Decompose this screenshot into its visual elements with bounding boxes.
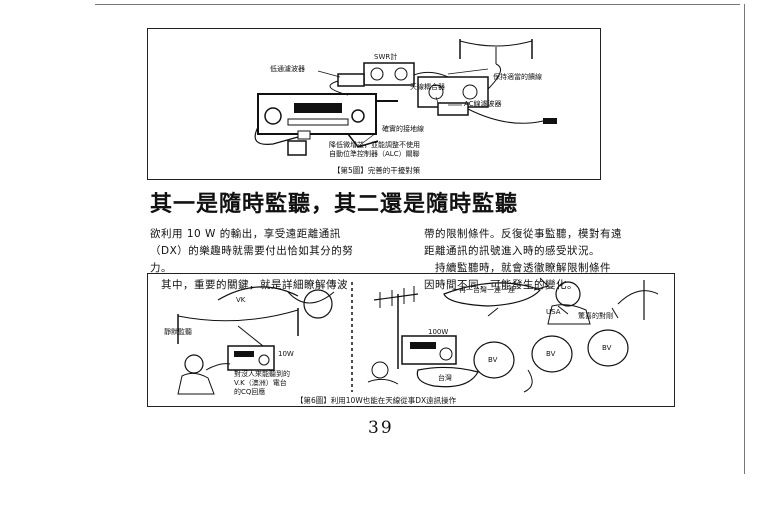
scan-edge-right — [744, 4, 745, 474]
label-100w-right: 100W — [428, 328, 449, 336]
label-bv-3: BV — [602, 344, 612, 352]
label-note-line1: 降低微增益，並能調整不使用 — [329, 141, 420, 149]
figure-5-illustration — [254, 39, 557, 156]
label-silent-watch: 靜默監聽 — [164, 328, 192, 336]
label-swr: SWR計 — [374, 53, 398, 61]
label-hint-line1: 對沒人來能聽到的 — [234, 370, 290, 378]
label-usa: USA — [546, 308, 561, 316]
figure-5-caption: 【第5圖】完善的干擾對策 — [333, 166, 421, 175]
label-10w-left: 10W — [278, 350, 294, 358]
body-right-line-2: 距離通訊的訊號進入時的感受狀況。 — [424, 245, 600, 257]
scan-edge-top — [95, 4, 740, 5]
body-column-left: 欲利用 10 W 的輸出，享受遠距離通訊 （DX）的樂趣時就需要付出恰如其分的努… — [150, 226, 353, 294]
label-antenna-feed: 保持適當的饋線 — [493, 73, 542, 81]
label-bv-1: BV — [488, 356, 498, 364]
label-bv-2: BV — [546, 350, 556, 358]
label-speech-bubble: 一再一台灣一連一連 — [452, 286, 515, 294]
figure-5: 低通濾波器 SWR計 保持適當的饋線 天線耦合器 AC線濾波器 確實的接地線 降… — [147, 28, 601, 180]
body-left-line-3: 力。 — [150, 262, 172, 274]
label-vk: VK — [236, 296, 246, 304]
body-left-line-4: 其中，重要的關鍵，就是詳細瞭解傳波 — [150, 279, 348, 291]
label-lowpass: 低通濾波器 — [270, 65, 305, 73]
label-taiwan: 台灣 — [438, 374, 452, 382]
body-right-line-3: 持續監聽時，就會透徹瞭解限制條件 — [424, 262, 611, 274]
label-note-line2: 自動位準控制器（ALC）關聯 — [329, 150, 420, 158]
label-ac-filter: AC線濾波器 — [464, 100, 502, 108]
label-hint-line3: 的CQ回應 — [234, 388, 266, 396]
page-number: 39 — [368, 418, 394, 438]
figure-6: VK 靜默監聽 10W 對沒人來能聽到的 V.K（澳洲）電台 的CQ回應 100… — [147, 273, 675, 407]
page-headline: 其一是隨時監聽，其二還是隨時監聽 — [150, 191, 519, 217]
label-surprise: 驚喜的對剛 — [578, 312, 613, 320]
label-tuner: 天線耦合器 — [410, 83, 445, 91]
label-ground: 確實的接地線 — [382, 125, 424, 133]
figure-6-caption: 【第6圖】利用10W也能在天線從事DX遠訊操作 — [296, 396, 457, 405]
label-hint-line2: V.K（澳洲）電台 — [234, 379, 287, 387]
body-left-line-2: （DX）的樂趣時就需要付出恰如其分的努 — [150, 245, 354, 257]
figure-6-illustration — [177, 277, 659, 395]
body-left-line-1: 欲利用 10 W 的輸出，享受遠距離通訊 — [150, 228, 341, 240]
body-right-line-1: 帶的限制條件。反復從事監聽，模對有遠 — [424, 228, 622, 240]
